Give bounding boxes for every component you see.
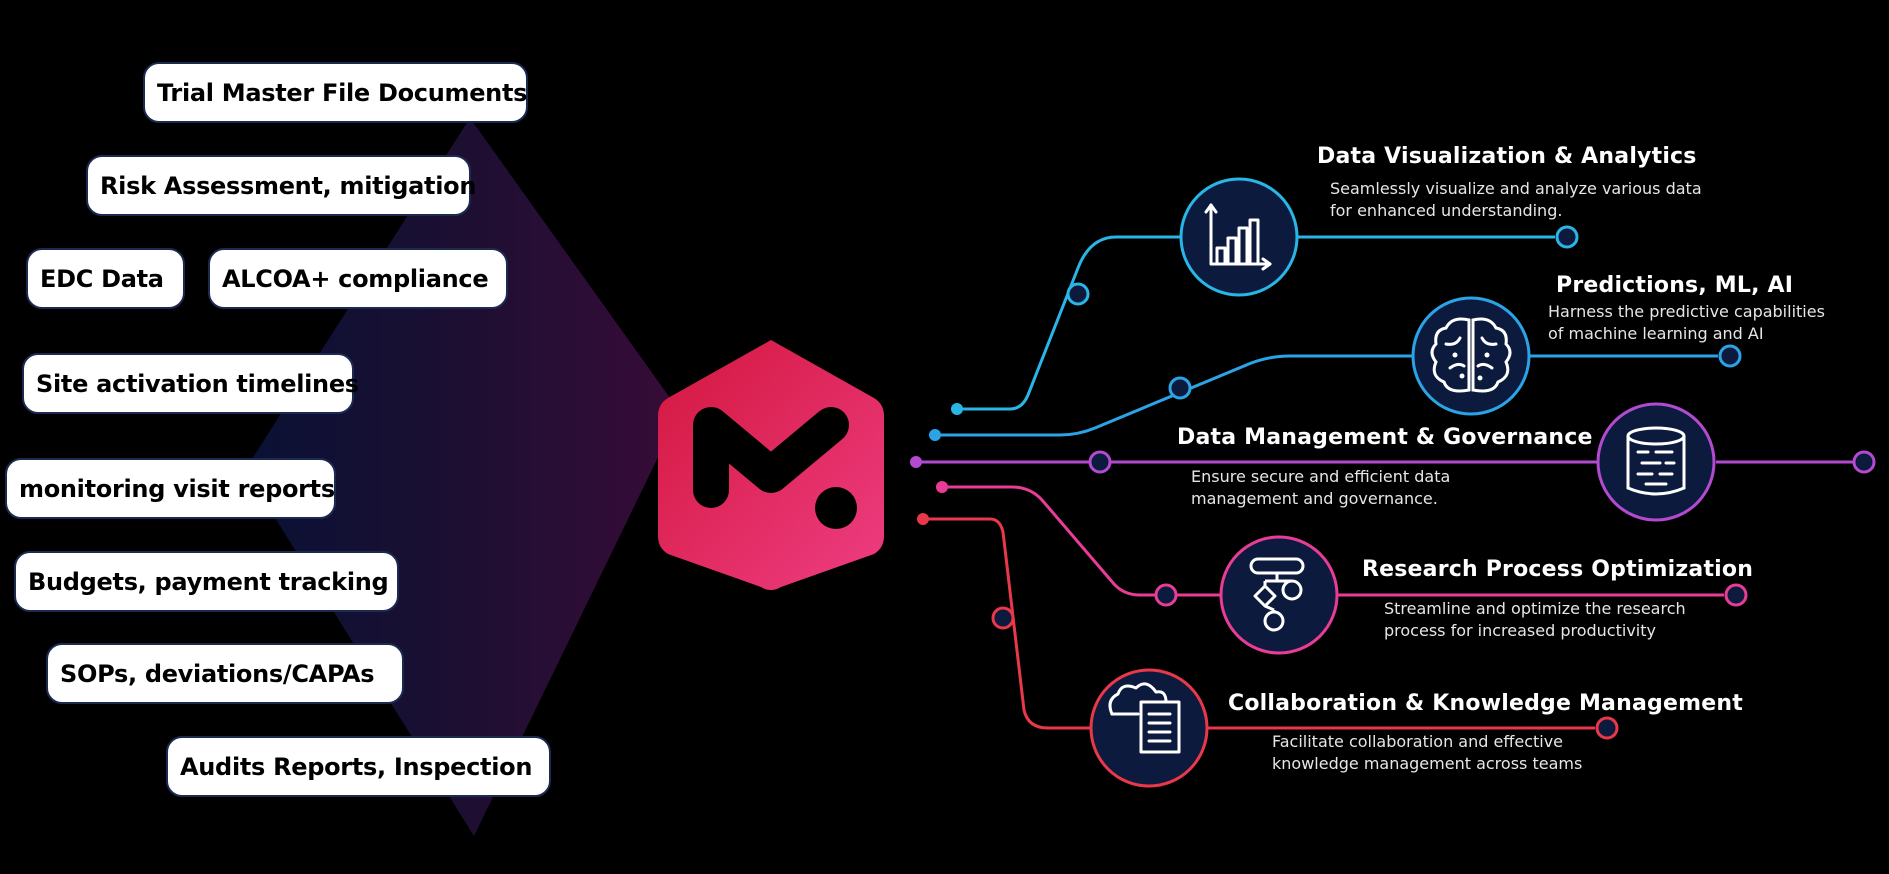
flowchart-icon — [1219, 535, 1339, 655]
left-item-edc-data: EDC Data — [26, 248, 185, 309]
m-letter-stroke — [693, 407, 849, 508]
cloud-document-icon — [1089, 668, 1209, 788]
capability-desc-collaboration: Facilitate collaboration and effective k… — [1272, 731, 1582, 775]
capability-desc-research-process: Streamline and optimize the research pro… — [1384, 598, 1686, 642]
background-diamond — [245, 118, 680, 836]
desc-line: process for increased productivity — [1384, 621, 1656, 640]
database-icon — [1596, 402, 1716, 522]
capability-desc-data-visualization: Seamlessly visualize and analyze various… — [1330, 178, 1702, 222]
capability-desc-data-management: Ensure secure and efficient data managem… — [1191, 466, 1450, 510]
desc-line: management and governance. — [1191, 489, 1438, 508]
desc-line: Streamline and optimize the research — [1384, 599, 1686, 618]
capability-title-collaboration: Collaboration & Knowledge Management — [1228, 691, 1743, 716]
desc-line: of machine learning and AI — [1548, 324, 1764, 343]
center-logo — [658, 340, 884, 590]
left-item-alcoa-compliance: ALCOA+ compliance — [208, 248, 508, 309]
desc-line: Facilitate collaboration and effective — [1272, 732, 1564, 751]
connector-data-management — [910, 450, 1876, 474]
connector-predictions — [929, 344, 1742, 441]
desc-line: knowledge management across teams — [1272, 754, 1583, 773]
capability-title-data-visualization: Data Visualization & Analytics — [1317, 144, 1697, 169]
left-item-audits: Audits Reports, Inspection — [166, 736, 551, 797]
capability-title-research-process: Research Process Optimization — [1362, 557, 1754, 582]
brain-icon — [1411, 296, 1531, 416]
desc-line: for enhanced understanding. — [1330, 201, 1563, 220]
capability-title-predictions: Predictions, ML, AI — [1556, 273, 1794, 298]
m-letter-dot — [815, 487, 857, 529]
left-item-monitoring-visit: monitoring visit reports — [5, 458, 336, 519]
capability-title-data-management: Data Management & Governance — [1177, 425, 1593, 450]
connector-data-visualization — [951, 225, 1579, 415]
left-item-budgets: Budgets, payment tracking — [14, 551, 399, 612]
capability-desc-predictions: Harness the predictive capabilities of m… — [1548, 301, 1825, 345]
desc-line: Seamlessly visualize and analyze various… — [1330, 179, 1702, 198]
desc-line: Harness the predictive capabilities — [1548, 302, 1825, 321]
connector-research-process — [936, 481, 1748, 607]
left-item-trial-master-file: Trial Master File Documents — [143, 62, 528, 123]
left-item-site-activation: Site activation timelines — [22, 353, 359, 414]
bar-chart-icon — [1179, 177, 1299, 297]
left-item-risk-assessment: Risk Assessment, mitigation — [86, 155, 476, 216]
desc-line: Ensure secure and efficient data — [1191, 467, 1451, 486]
left-item-sops: SOPs, deviations/CAPAs — [46, 643, 404, 704]
connector-collaboration — [917, 513, 1619, 740]
